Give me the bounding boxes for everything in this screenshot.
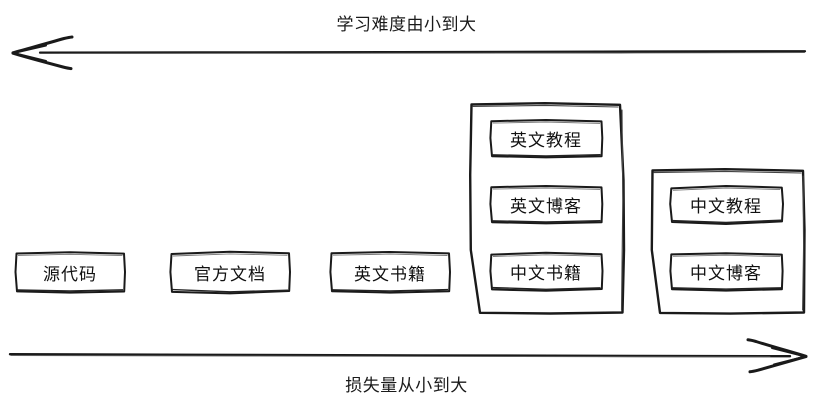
node-source-code[interactable]: 源代码 <box>43 264 97 285</box>
bottom-axis-label: 损失量从小到大 <box>345 376 468 396</box>
node-chinese-books[interactable]: 中文书籍 <box>510 264 582 284</box>
node-official-docs[interactable]: 官方文档 <box>194 264 266 285</box>
top-axis-arrow <box>11 35 807 71</box>
node-english-tutorial[interactable]: 英文教程 <box>510 131 582 151</box>
node-chinese-tutorial[interactable]: 中文教程 <box>690 197 762 217</box>
top-axis-label: 学习难度由小到大 <box>336 15 477 35</box>
node-english-blog[interactable]: 英文博客 <box>510 197 582 217</box>
node-chinese-blog[interactable]: 中文博客 <box>690 264 762 284</box>
bottom-axis-arrow <box>8 338 808 374</box>
node-english-books[interactable]: 英文书籍 <box>354 264 426 285</box>
